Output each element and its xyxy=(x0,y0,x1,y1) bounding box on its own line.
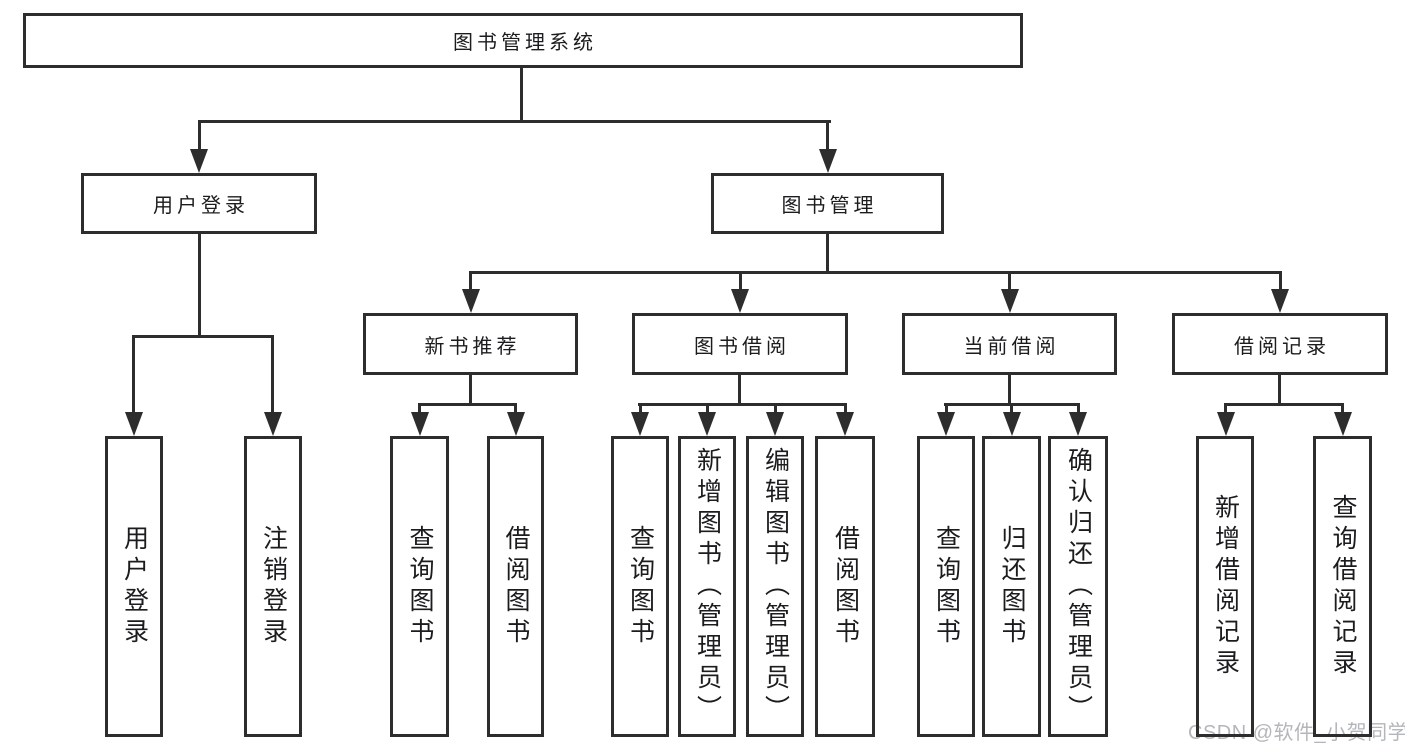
leaf-user-login: 用户登录 xyxy=(105,436,163,737)
connector-line xyxy=(469,375,472,406)
connector-line xyxy=(469,271,1281,274)
node-new-book-recommendation: 新书推荐 xyxy=(363,313,578,375)
node-book-borrowing: 图书借阅 xyxy=(632,313,848,375)
leaf-label: 编辑图书（管理员） xyxy=(761,447,790,726)
node-user-login: 用户登录 xyxy=(81,173,317,234)
leaf-records-add-borrow-record: 新增借阅记录 xyxy=(1196,436,1254,737)
arrowhead-down-icon xyxy=(1271,289,1289,313)
leaf-label: 归还图书 xyxy=(998,524,1026,649)
node-label: 图书借阅 xyxy=(694,335,790,358)
connector-line xyxy=(418,403,421,417)
node-library-management-system: 图书管理系统 xyxy=(23,13,1023,68)
leaf-label: 新增借阅记录 xyxy=(1211,493,1240,680)
arrowhead-down-icon xyxy=(731,289,749,313)
leaf-label: 借阅图书 xyxy=(502,524,530,649)
arrowhead-down-icon xyxy=(1069,412,1087,436)
leaf-label: 查询借阅记录 xyxy=(1329,493,1357,680)
connector-line xyxy=(520,68,523,122)
connector-line xyxy=(198,234,201,337)
leaf-label: 新增图书（管理员） xyxy=(693,447,722,726)
leaf-recommend-query-book: 查询图书 xyxy=(390,436,449,737)
leaf-label: 注销登录 xyxy=(259,524,288,649)
connector-line xyxy=(418,403,517,406)
leaf-borrow-edit-book-admin: 编辑图书（管理员） xyxy=(746,436,804,737)
arrowhead-down-icon xyxy=(819,149,837,173)
leaf-label: 确认归还（管理员） xyxy=(1064,447,1093,726)
connector-line xyxy=(1224,403,1227,417)
connector-line xyxy=(706,403,709,417)
node-label: 图书管理 xyxy=(781,195,878,217)
arrowhead-down-icon xyxy=(190,149,208,173)
connector-line xyxy=(738,375,741,406)
node-label: 借阅记录 xyxy=(1234,335,1330,358)
leaf-current-confirm-return-admin: 确认归还（管理员） xyxy=(1048,436,1108,737)
csdn-watermark: CSDN @软件_小贺同学 xyxy=(1188,722,1405,744)
arrowhead-down-icon xyxy=(1217,412,1235,436)
connector-line xyxy=(945,403,948,417)
arrowhead-down-icon xyxy=(937,412,955,436)
connector-line xyxy=(198,120,831,123)
connector-line xyxy=(132,335,135,415)
connector-line xyxy=(826,234,829,273)
node-current-borrowing: 当前借阅 xyxy=(902,313,1117,375)
leaf-label: 用户登录 xyxy=(120,524,149,649)
arrowhead-down-icon xyxy=(698,412,716,436)
arrowhead-down-icon xyxy=(125,412,143,436)
connector-line xyxy=(739,271,742,293)
arrowhead-down-icon xyxy=(462,289,480,313)
connector-line xyxy=(271,335,274,415)
leaf-logout: 注销登录 xyxy=(244,436,302,737)
leaf-borrow-query-book: 查询图书 xyxy=(611,436,669,737)
arrowhead-down-icon xyxy=(631,412,649,436)
leaf-label: 借阅图书 xyxy=(831,524,860,649)
connector-line xyxy=(1279,271,1282,293)
leaf-label: 查询图书 xyxy=(626,524,655,649)
arrowhead-down-icon xyxy=(264,412,282,436)
node-label: 图书管理系统 xyxy=(453,32,597,54)
leaf-label: 查询图书 xyxy=(932,524,961,649)
connector-line xyxy=(1224,403,1343,406)
connector-line xyxy=(1010,403,1013,417)
arrowhead-down-icon xyxy=(766,412,784,436)
leaf-current-return-book: 归还图书 xyxy=(982,436,1041,737)
connector-line xyxy=(844,403,847,417)
connector-line xyxy=(132,335,274,338)
connector-line xyxy=(514,403,517,417)
connector-line xyxy=(469,271,472,293)
connector-line xyxy=(638,403,846,406)
leaf-borrow-add-book-admin: 新增图书（管理员） xyxy=(678,436,736,737)
arrowhead-down-icon xyxy=(1003,412,1021,436)
arrowhead-down-icon xyxy=(411,412,429,436)
node-borrowing-records: 借阅记录 xyxy=(1172,313,1388,375)
connector-line xyxy=(1077,403,1080,417)
connector-line xyxy=(1008,271,1011,293)
connector-line xyxy=(1341,403,1344,417)
connector-line xyxy=(774,403,777,417)
arrowhead-down-icon xyxy=(1334,412,1352,436)
leaf-current-query-book: 查询图书 xyxy=(917,436,975,737)
leaf-records-query-borrow-record: 查询借阅记录 xyxy=(1313,436,1372,737)
leaf-borrow-borrow-book: 借阅图书 xyxy=(815,436,875,737)
arrowhead-down-icon xyxy=(1001,289,1019,313)
connector-line xyxy=(639,403,642,417)
arrowhead-down-icon xyxy=(836,412,854,436)
node-label: 用户登录 xyxy=(153,195,249,217)
connector-line xyxy=(1008,375,1011,406)
node-label: 当前借阅 xyxy=(963,335,1060,358)
connector-line xyxy=(826,120,829,154)
connector-line xyxy=(198,120,201,154)
leaf-recommend-borrow-book: 借阅图书 xyxy=(487,436,544,737)
leaf-label: 查询图书 xyxy=(406,524,434,649)
arrowhead-down-icon xyxy=(507,412,525,436)
connector-line xyxy=(1278,375,1281,406)
node-label: 新书推荐 xyxy=(424,335,521,358)
node-book-management: 图书管理 xyxy=(711,173,944,234)
